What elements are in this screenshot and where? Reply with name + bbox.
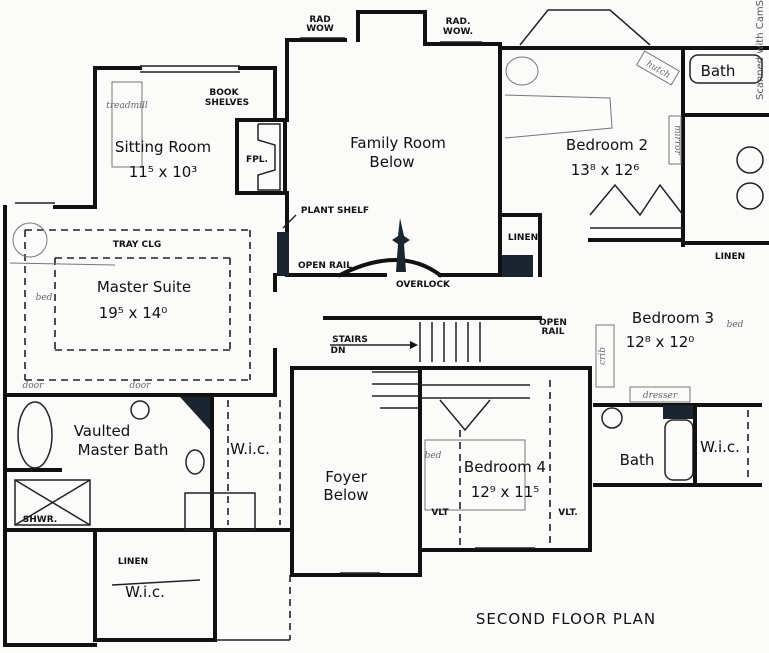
note-master-bed: bed	[36, 293, 53, 303]
fireplace-label: FPL.	[246, 155, 268, 165]
bedroom-4-size: 12⁹ x 11⁵	[471, 483, 540, 501]
stair-treads	[372, 322, 481, 409]
linen-right-label: LINEN	[715, 252, 745, 262]
bath-right-label: Bath	[620, 451, 655, 469]
scanner-watermark: Scanned with CamScanner	[755, 0, 766, 100]
master-suite-label: Master Suite	[97, 278, 191, 296]
bedroom-4-label: Bedroom 4	[464, 458, 546, 476]
note-bed-4: bed	[425, 451, 442, 461]
bedroom-2-size: 13⁸ x 12⁶	[571, 161, 640, 179]
bedroom-3-size: 12⁸ x 12⁰	[626, 333, 695, 351]
book-shelves-1: BOOK	[209, 88, 239, 98]
walls	[3, 9, 769, 647]
rad-wow-right-2: WOW.	[443, 27, 473, 37]
plan-title: SECOND FLOOR PLAN	[476, 610, 656, 628]
plant-shelf-label: PLANT SHELF	[301, 206, 369, 216]
master-bath-label: Vaulted	[74, 422, 131, 440]
rad-wow-left-1: RAD	[309, 15, 330, 25]
note-crib: crib	[598, 347, 608, 365]
bath-top-label: Bath	[701, 62, 736, 80]
shower-label: SHWR.	[23, 515, 57, 525]
open-rail-left-label: OPEN RAIL	[298, 261, 352, 271]
bedroom-3-label: Bedroom 3	[632, 309, 714, 327]
note-sitting: treadmill	[106, 101, 148, 111]
family-room-sub: Below	[369, 153, 414, 171]
vlt-left-label: VLT	[431, 508, 449, 518]
pencil-sketches	[9, 50, 691, 511]
wic-master-label: W.i.c.	[230, 440, 270, 458]
master-bath-sub: Master Bath	[78, 441, 169, 459]
master-suite-size: 19⁵ x 14⁰	[99, 304, 168, 322]
stairs-label: STAIRS	[332, 335, 368, 345]
bedroom-2-label: Bedroom 2	[566, 136, 648, 154]
family-room-label: Family Room	[350, 134, 446, 152]
sitting-room-label: Sitting Room	[115, 138, 211, 156]
vlt-right-label: VLT.	[558, 508, 577, 518]
linen-lower-label: LINEN	[118, 557, 148, 567]
wic-lower-label: W.i.c.	[125, 583, 165, 601]
sitting-room-size: 11⁵ x 10³	[129, 163, 198, 181]
note-dresser: dresser	[643, 391, 678, 401]
foyer-label: Foyer	[325, 468, 367, 486]
open-rail-right-2: RAIL	[542, 327, 565, 337]
note-door-1: door	[23, 381, 45, 391]
note-door-2: door	[130, 381, 152, 391]
note-mirror: mirror	[672, 125, 682, 155]
tray-ceiling-label: TRAY CLG	[113, 240, 162, 250]
foyer-sub: Below	[323, 486, 368, 504]
rad-wow-right-1: RAD.	[446, 17, 471, 27]
linen-b2-label: LINEN	[508, 233, 538, 243]
wic-right-label: W.i.c.	[700, 438, 740, 456]
note-bed-3: bed	[727, 320, 744, 330]
open-rail-right-1: OPEN	[539, 318, 567, 328]
stairs-dn-label: DN	[330, 346, 345, 356]
book-shelves-2: SHELVES	[205, 98, 249, 108]
rad-wow-left-2: WOW	[306, 24, 334, 34]
overlook-label: OVERLOCK	[396, 280, 451, 290]
